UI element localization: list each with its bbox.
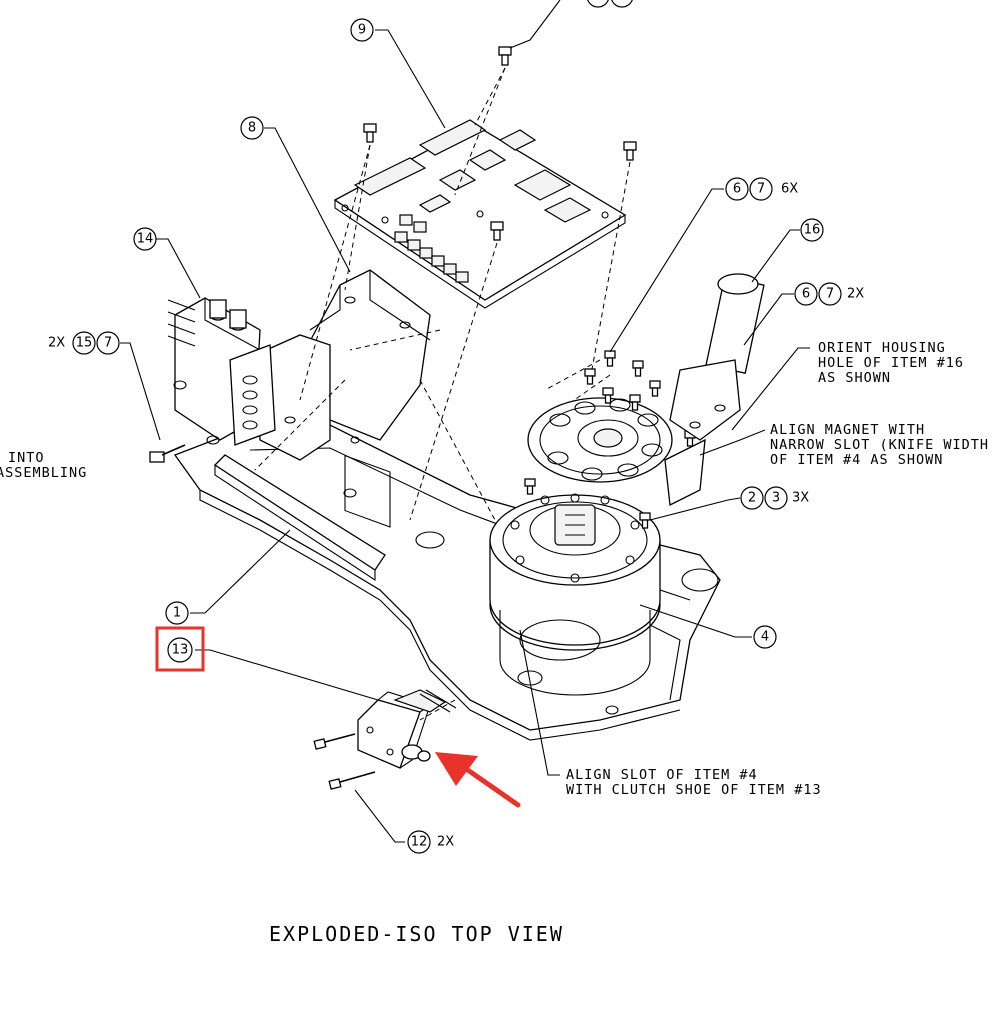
svg-text:1: 1 <box>173 606 181 621</box>
svg-text:7: 7 <box>826 287 834 302</box>
qty-2x-left: 2X <box>48 336 65 351</box>
svg-text:6: 6 <box>802 287 810 302</box>
balloon-7-right: 7 <box>818 282 842 306</box>
svg-text:12: 12 <box>411 835 428 850</box>
balloon-6-top: 6 <box>725 177 749 201</box>
svg-text:7: 7 <box>104 336 112 351</box>
note-magnet-line1: ALIGN MAGNET WITH <box>770 422 925 438</box>
balloon-partial-top <box>587 0 633 8</box>
qty-2x-right: 2X <box>847 287 864 302</box>
svg-text:15: 15 <box>76 336 93 351</box>
valve-manifold <box>167 297 276 446</box>
svg-text:16: 16 <box>804 223 821 238</box>
balloon-14: 14 <box>133 227 157 251</box>
note-orient-line2: HOLE OF ITEM #16 <box>818 355 964 371</box>
svg-text:9: 9 <box>358 23 366 38</box>
note-left-line1: INTO <box>8 450 45 466</box>
assembly-hidden-lines <box>254 67 631 721</box>
housing-magnet <box>664 273 765 506</box>
note-magnet-line3: OF ITEM #4 AS SHOWN <box>770 452 943 468</box>
clutch-housing <box>489 493 661 696</box>
balloon-7-top: 7 <box>749 177 773 201</box>
view-title: EXPLODED-ISO TOP VIEW <box>269 922 564 946</box>
svg-text:7: 7 <box>757 182 765 197</box>
balloon-6-right: 6 <box>794 282 818 306</box>
qty-3x: 3X <box>792 491 809 506</box>
qty-2x-bottom: 2X <box>437 835 454 850</box>
note-slot-line2: WITH CLUTCH SHOE OF ITEM #13 <box>566 782 822 798</box>
balloon-1: 1 <box>165 601 189 625</box>
mount-bracket <box>290 269 431 528</box>
balloon-4: 4 <box>753 625 777 649</box>
balloon-2: 2 <box>740 486 764 510</box>
balloon-15: 15 <box>72 331 96 355</box>
svg-text:6: 6 <box>733 182 741 197</box>
bolts-12 <box>313 733 376 790</box>
svg-text:14: 14 <box>137 232 154 247</box>
svg-text:4: 4 <box>761 630 769 645</box>
note-orient-line3: AS SHOWN <box>818 370 891 386</box>
svg-text:13: 13 <box>172 643 189 658</box>
screw-15 <box>149 444 186 463</box>
rail-strip <box>213 454 386 582</box>
balloon-7-left: 7 <box>96 331 120 355</box>
note-slot-line1: ALIGN SLOT OF ITEM #4 <box>566 767 758 783</box>
balloon-12: 12 <box>407 830 431 854</box>
svg-text:2: 2 <box>748 491 756 506</box>
leader-lines <box>120 0 810 843</box>
board-screws <box>363 46 637 241</box>
sensor-block <box>357 689 457 769</box>
circuit-board <box>333 119 627 309</box>
balloon-13: 13 <box>167 637 193 663</box>
svg-text:3: 3 <box>772 491 780 506</box>
balloon-9: 9 <box>350 18 374 42</box>
balloon-8: 8 <box>240 116 264 140</box>
qty-6x: 6X <box>781 182 798 197</box>
balloon-3: 3 <box>764 486 788 510</box>
highlight-arrow <box>435 752 521 808</box>
highlight-box <box>155 626 205 672</box>
ring-plate <box>527 397 673 483</box>
balloon-16: 16 <box>800 218 824 242</box>
note-magnet-line2: NARROW SLOT (KNIFE WIDTH <box>770 437 989 453</box>
svg-text:8: 8 <box>248 121 256 136</box>
note-left-line2: ASSEMBLING <box>0 465 87 481</box>
note-orient-line1: ORIENT HOUSING <box>818 340 946 356</box>
